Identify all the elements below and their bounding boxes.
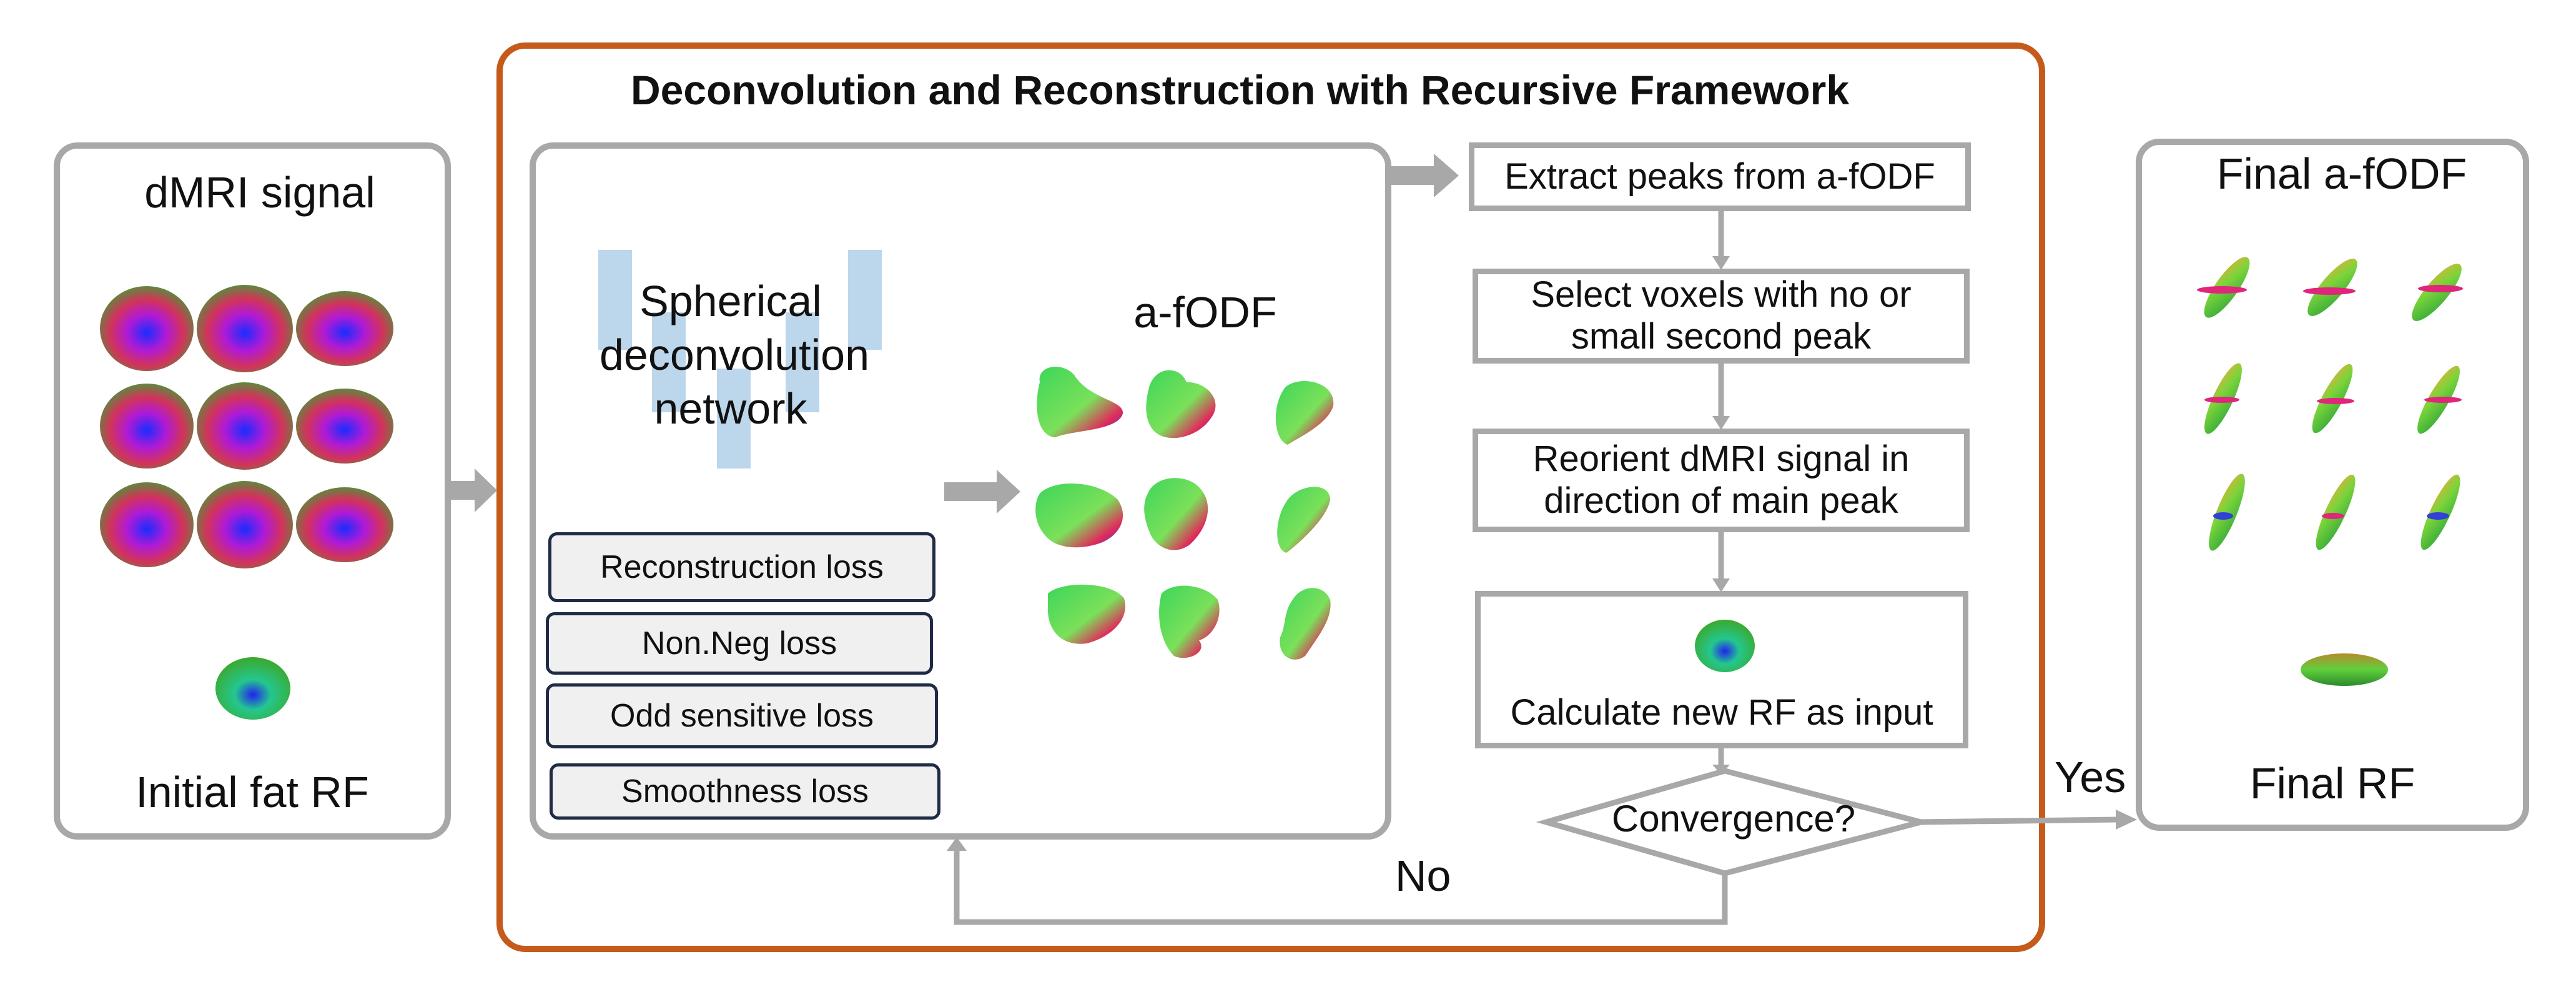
final-afodf-lobe <box>2421 474 2460 550</box>
network-layer-bar <box>717 369 751 469</box>
afodf-glyph <box>1277 487 1330 553</box>
final-afodf-cross <box>2197 286 2247 294</box>
flow-arrows <box>451 154 1459 513</box>
smoothness-loss-box: Smoothness loss <box>550 763 940 820</box>
output-panel <box>2136 139 2529 831</box>
dmri-glyph <box>296 389 393 464</box>
network-layer-bar <box>786 312 819 412</box>
step-connectors <box>954 211 2118 925</box>
final-afodf-lobe <box>2209 474 2245 551</box>
odd-sensitive-loss-box: Odd sensitive loss <box>546 683 938 748</box>
final-afodf-cross <box>2303 287 2356 295</box>
connector-heads <box>947 256 2137 851</box>
dmri-glyph <box>100 286 194 371</box>
new-rf-glyph <box>1695 620 1755 672</box>
dmri-glyph <box>197 285 293 372</box>
select-voxels-line2: small second peak <box>1571 316 1872 357</box>
final-afodf-glyphs <box>2197 257 2463 686</box>
final-afodf-cross <box>2424 397 2462 403</box>
network-layer-bar <box>652 312 686 412</box>
afodf-glyph <box>1280 588 1331 660</box>
afodf-glyph <box>1035 483 1123 548</box>
final-afodf-lobe <box>2307 259 2357 316</box>
afodf-glyph <box>1159 585 1220 658</box>
select-voxels-box: Select voxels with no or small second pe… <box>1473 269 1970 364</box>
dmri-glyph <box>296 291 393 366</box>
reorient-line2: direction of main peak <box>1544 480 1898 521</box>
afodf-glyph <box>1144 478 1208 550</box>
final-rf-label: Final RF <box>2249 759 2416 808</box>
final-afodf-cross <box>2427 512 2449 520</box>
dmri-glyph <box>197 382 293 470</box>
network-layer-bar <box>848 250 882 350</box>
convergence-label: Convergence? <box>1611 798 1856 840</box>
arrow-network-to-extract <box>1391 154 1459 197</box>
initial-rf-label: Initial fat RF <box>136 768 369 816</box>
reorient-line1: Reorient dMRI signal in <box>1532 439 1910 480</box>
extract-peaks-text: Extract peaks from a-fODF <box>1504 156 1935 197</box>
arrow-network-to-afodf <box>944 470 1020 513</box>
reconstruction-loss-box: Reconstruction loss <box>548 532 935 602</box>
select-voxels-line1: Select voxels with no or <box>1531 274 1912 315</box>
no-label: No <box>1395 851 1451 900</box>
calculate-rf-text: Calculate new RF as input <box>1510 692 1933 733</box>
final-rf-glyph <box>2301 653 2388 686</box>
final-afodf-cross <box>2322 513 2344 519</box>
network-label-line3: network <box>654 384 807 433</box>
arrow-input-to-network <box>451 469 497 512</box>
final-afodf-lobe <box>2412 264 2462 321</box>
dmri-glyph <box>100 482 194 567</box>
recursive-framework-frame <box>496 42 2045 952</box>
afodf-glyph <box>1275 381 1334 445</box>
convergence-diamond <box>1536 768 1932 876</box>
final-afodf-cross <box>2204 397 2239 403</box>
dmri-signal-glyphs <box>100 285 393 720</box>
afodf-label: a-fODF <box>1133 288 1277 337</box>
calculate-rf-box: Calculate new RF as input <box>1475 591 1968 748</box>
nonneg-loss-box: Non.Neg loss <box>546 612 933 675</box>
dmri-glyph <box>197 481 293 568</box>
network-layer-bar <box>598 250 632 350</box>
dmri-glyph <box>296 487 393 562</box>
dmri-signal-label: dMRI signal <box>144 168 375 217</box>
afodf-glyph <box>1048 584 1125 644</box>
final-afodf-cross <box>2418 285 2463 292</box>
final-afodf-lobe <box>2316 474 2356 550</box>
final-afodf-cross <box>2317 398 2354 404</box>
dmri-glyph <box>100 384 194 469</box>
framework-title: Deconvolution and Reconstruction with Re… <box>631 67 1850 113</box>
network-label-line2: deconvolution <box>600 330 869 379</box>
afodf-glyph <box>1037 366 1123 437</box>
network-label-line1: Spherical <box>639 277 822 325</box>
reorient-signal-box: Reorient dMRI signal in direction of mai… <box>1473 429 1970 532</box>
afodf-glyphs <box>1035 366 1334 660</box>
extract-peaks-box: Extract peaks from a-fODF <box>1469 142 1971 211</box>
final-afodf-cross <box>2213 512 2233 520</box>
yes-label: Yes <box>2055 753 2126 801</box>
initial-rf-glyph <box>215 657 290 720</box>
final-afodf-label: Final a-fODF <box>2216 149 2467 198</box>
afodf-glyph <box>1146 370 1216 439</box>
